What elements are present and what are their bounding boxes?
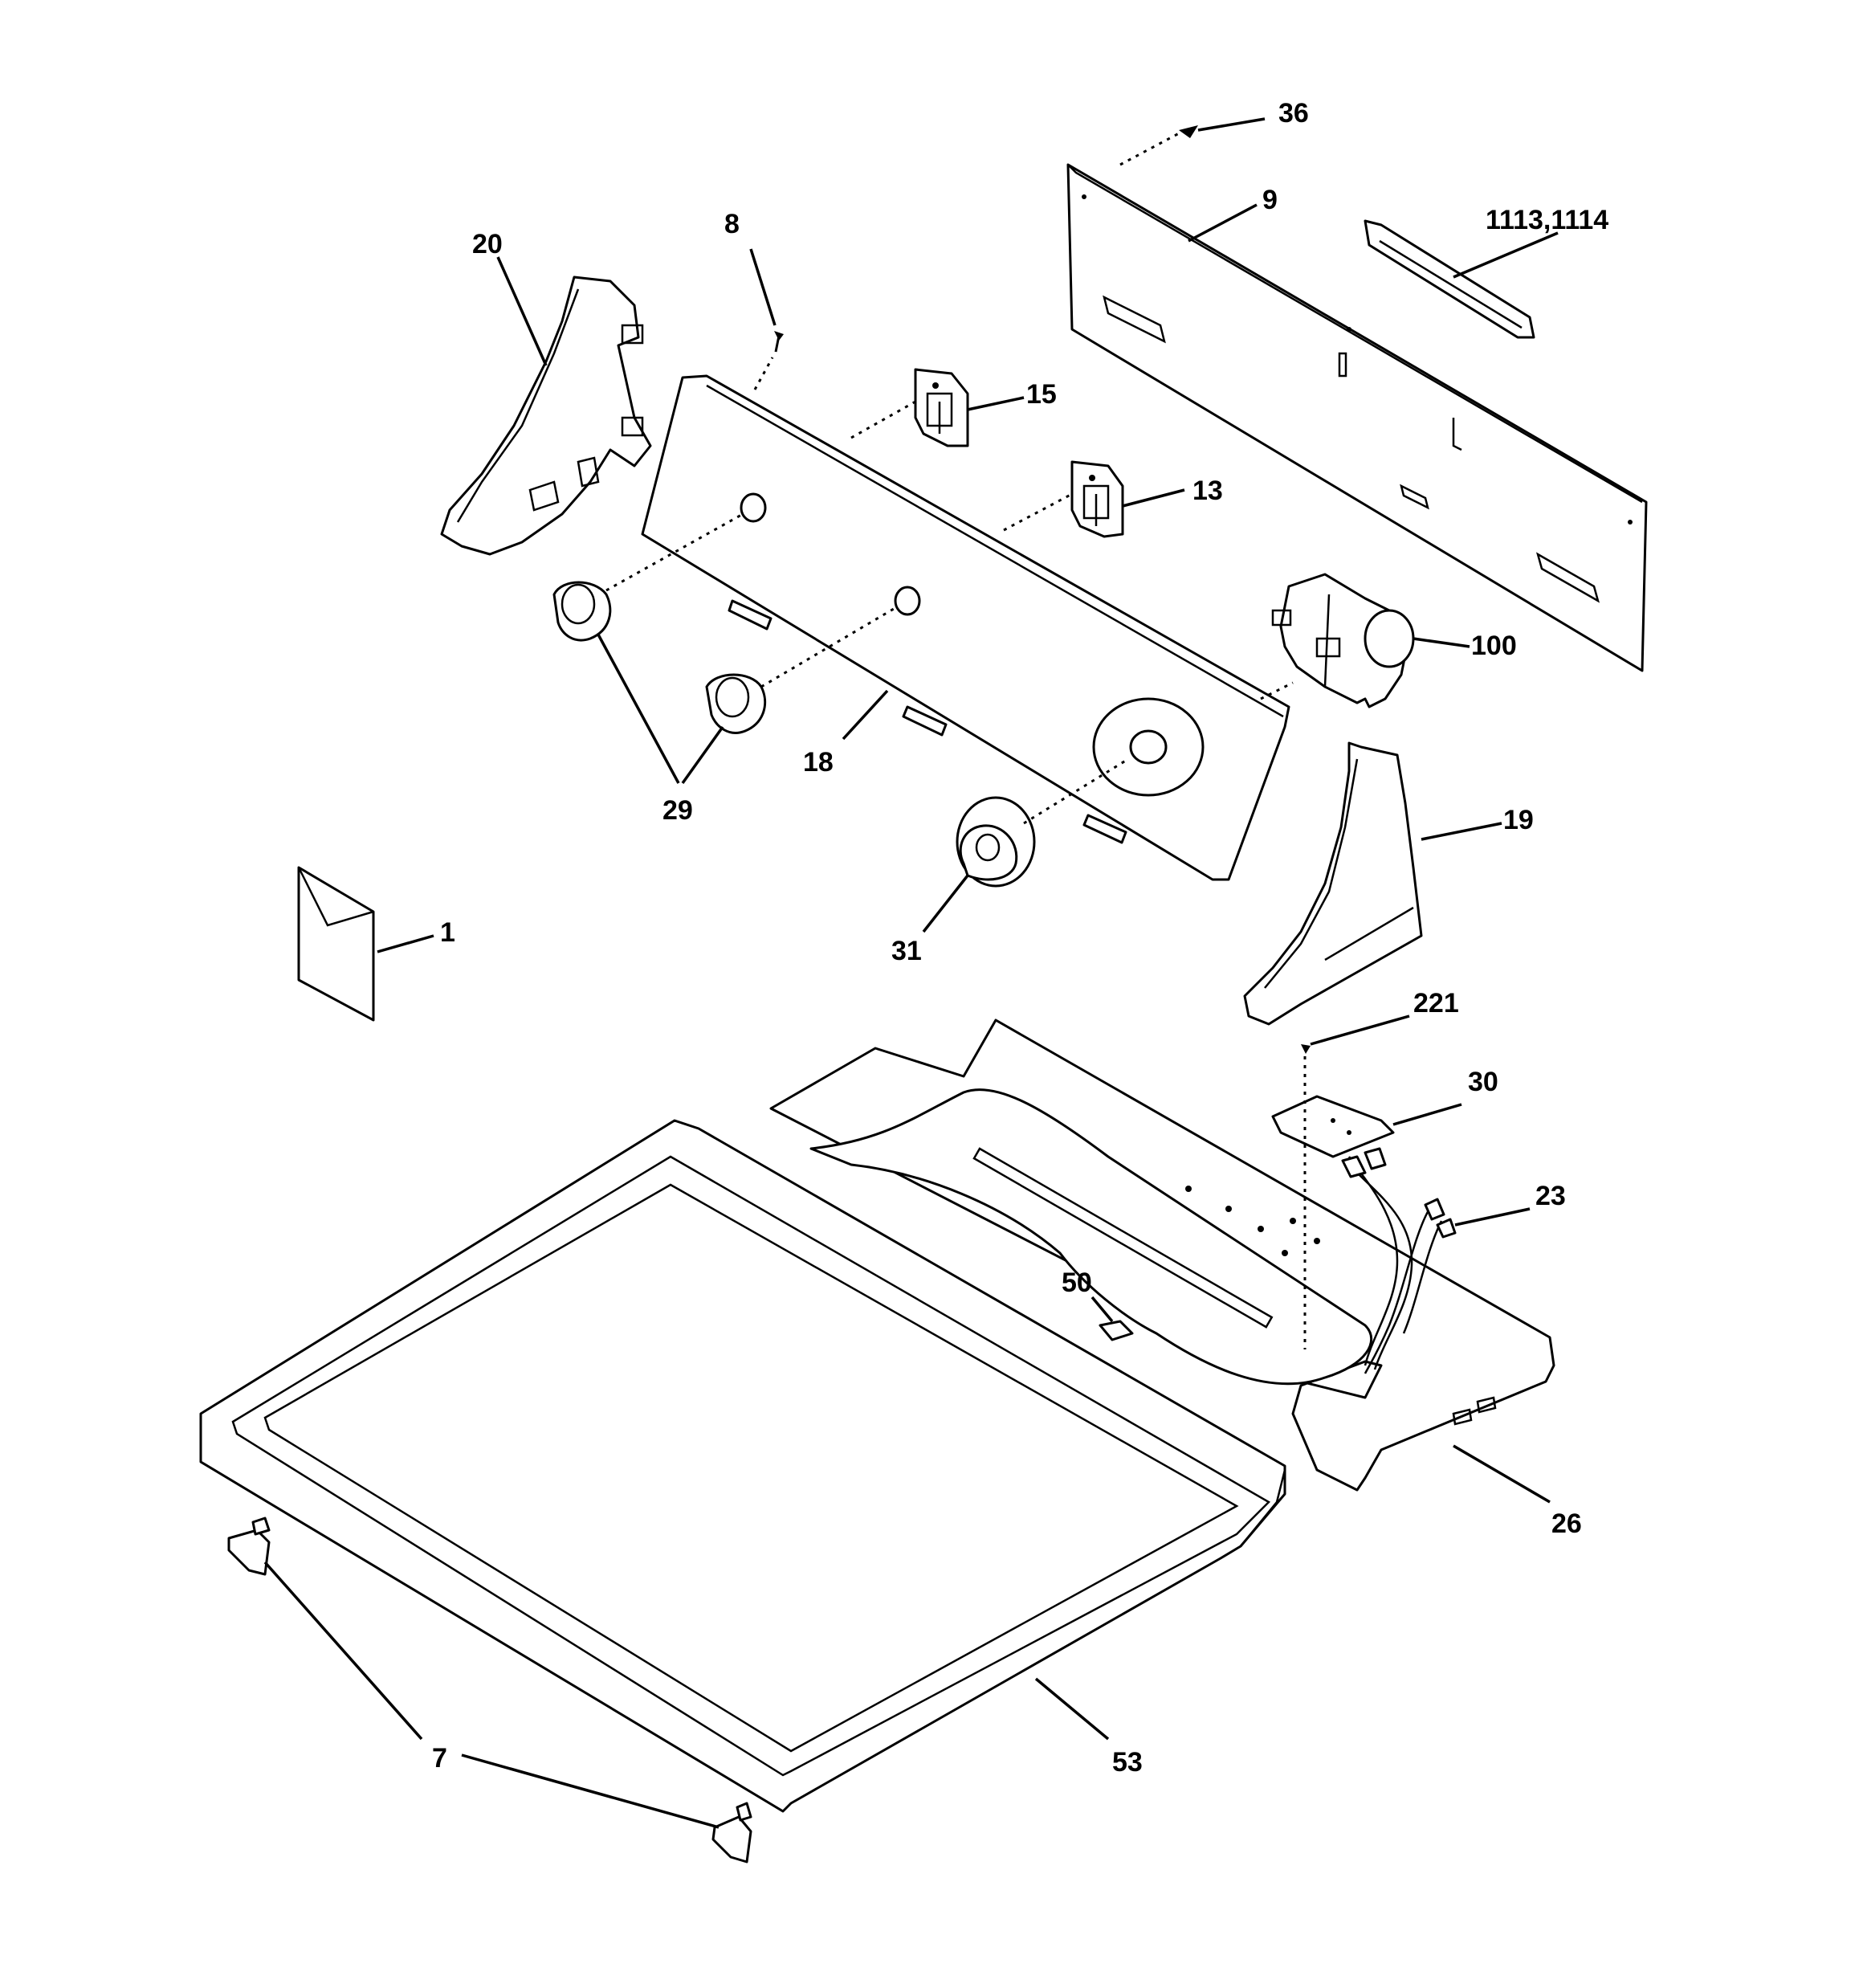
callout-30: 30 bbox=[1468, 1067, 1498, 1097]
frame-part-26 bbox=[769, 1018, 1555, 1492]
bracket-strip-part-1113 bbox=[1364, 219, 1535, 339]
callout-labels: 36 9 1113,1114 20 8 15 13 100 18 29 19 3… bbox=[432, 98, 1608, 1778]
callout-15: 15 bbox=[1026, 379, 1057, 410]
wiring-harness-part-23 bbox=[1341, 1147, 1457, 1374]
callout-18: 18 bbox=[803, 747, 834, 778]
timer-part-100 bbox=[1271, 573, 1415, 708]
callout-19: 19 bbox=[1503, 805, 1534, 835]
switch-part-13 bbox=[1070, 460, 1124, 538]
screw-part-8 bbox=[774, 331, 784, 353]
callout-9: 9 bbox=[1262, 185, 1278, 215]
left-end-cap-part-20 bbox=[440, 276, 652, 556]
control-panel-part-18 bbox=[641, 374, 1290, 881]
clip-part-7-b bbox=[711, 1802, 752, 1863]
callout-23: 23 bbox=[1535, 1181, 1566, 1211]
right-end-cap-part-19 bbox=[1243, 741, 1423, 1026]
knob-part-29-a bbox=[552, 581, 612, 642]
switch-part-15 bbox=[914, 368, 969, 447]
plate-part-30 bbox=[1271, 1095, 1395, 1158]
knob-part-29-b bbox=[705, 673, 767, 734]
callout-50: 50 bbox=[1062, 1268, 1092, 1298]
knob-part-31 bbox=[956, 796, 1036, 888]
top-lid-part-53 bbox=[199, 1119, 1286, 1813]
callout-53: 53 bbox=[1112, 1747, 1143, 1778]
callout-29: 29 bbox=[662, 795, 693, 826]
clip-part-7-a bbox=[227, 1517, 271, 1576]
screw-part-221 bbox=[1301, 1044, 1311, 1054]
callout-100: 100 bbox=[1471, 631, 1517, 661]
callout-13: 13 bbox=[1192, 476, 1223, 506]
callout-1113-1114: 1113,1114 bbox=[1486, 205, 1608, 235]
callout-7: 7 bbox=[432, 1743, 447, 1774]
callout-31: 31 bbox=[891, 936, 922, 966]
callout-20: 20 bbox=[472, 229, 503, 259]
callout-36: 36 bbox=[1278, 98, 1309, 129]
grommet-part-50 bbox=[1099, 1320, 1134, 1341]
screw-part-36 bbox=[1179, 125, 1198, 138]
leader-lines bbox=[263, 117, 1559, 1829]
rear-panel-part-9 bbox=[1066, 163, 1648, 672]
callout-26: 26 bbox=[1551, 1508, 1582, 1539]
assembly-guide-lines bbox=[605, 131, 1307, 1349]
callout-1: 1 bbox=[440, 917, 455, 948]
manual-part-1 bbox=[297, 866, 375, 1022]
callout-221: 221 bbox=[1413, 988, 1459, 1018]
callout-8: 8 bbox=[724, 209, 740, 239]
